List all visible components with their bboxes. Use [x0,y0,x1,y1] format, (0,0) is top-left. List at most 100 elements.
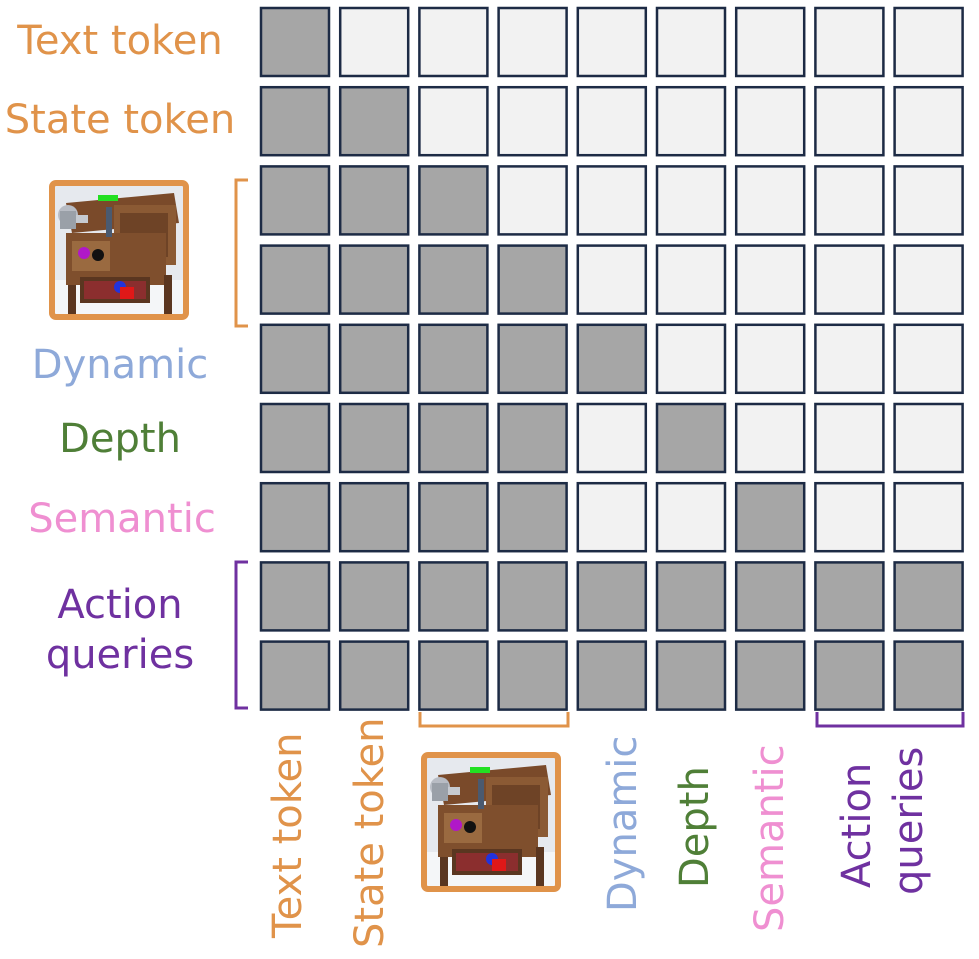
attention-cell-masked [814,481,885,553]
attention-cell-masked [734,402,806,474]
attention-cell-masked [893,165,964,236]
attention-cell-masked [655,323,727,395]
attention-cell-visible [259,165,331,236]
attention-cell-masked [497,6,568,78]
attention-cell-masked [655,244,727,315]
attention-cell-masked [418,6,489,78]
attention-cell-visible [338,481,410,553]
attention-cell-visible [418,561,489,632]
attention-cell-masked [734,244,806,315]
attention-cell-visible [655,402,727,474]
attention-cell-masked [893,402,964,474]
attention-cell-masked [655,165,727,236]
attention-cell-visible [418,402,489,474]
row-label-dynamic: Dynamic [32,342,208,388]
attention-cell-visible [259,85,331,157]
robot-workspace-image-icon [49,180,189,320]
attention-cell-visible [338,85,410,157]
attention-cell-masked [655,85,727,157]
robot-workspace-image-icon [421,752,561,892]
attention-cell-visible [734,640,806,711]
attention-cell-masked [576,244,648,315]
attention-cell-masked [576,402,648,474]
col-label-semantic: Semantic [747,744,793,932]
attention-cell-masked [893,6,964,78]
attention-cell-masked [497,85,568,157]
attention-cell-visible [655,561,727,632]
row-label-semantic: Semantic [28,496,216,542]
attention-cell-visible [497,244,568,315]
attention-cell-visible [418,165,489,236]
row-label-depth: Depth [59,416,181,462]
row-label-state-token: State token [5,97,235,143]
col-label-dynamic: Dynamic [600,736,646,912]
attention-cell-visible [418,323,489,395]
attention-cell-visible [338,165,410,236]
attention-cell-masked [814,85,885,157]
col-label-depth: Depth [672,766,718,888]
attention-cell-masked [734,85,806,157]
attention-cell-visible [259,481,331,553]
column-bracket-image [418,712,570,728]
attention-cell-masked [576,6,648,78]
attention-cell-masked [814,402,885,474]
attention-cell-masked [655,481,727,553]
attention-cell-masked [655,6,727,78]
attention-cell-visible [338,640,410,711]
row-bracket-image [234,178,248,328]
attention-cell-visible [734,561,806,632]
attention-cell-visible [734,481,806,553]
attention-cell-masked [814,244,885,315]
attention-cell-masked [576,481,648,553]
attention-cell-visible [814,561,885,632]
attention-cell-masked [576,165,648,236]
attention-cell-masked [814,6,885,78]
attention-cell-visible [497,640,568,711]
attention-cell-masked [418,85,489,157]
attention-cell-masked [893,323,964,395]
attention-cell-visible [576,561,648,632]
attention-cell-visible [655,640,727,711]
attention-cell-visible [338,561,410,632]
col-label-action-line1: Action [834,763,880,888]
attention-cell-visible [418,481,489,553]
row-label-action-line2: queries [46,632,194,678]
attention-cell-visible [259,244,331,315]
attention-cell-masked [893,481,964,553]
row-bracket-action [234,560,248,710]
attention-grid [259,6,964,711]
row-label-text-token: Text token [16,18,222,64]
attention-cell-masked [497,165,568,236]
attention-cell-visible [418,640,489,711]
attention-cell-visible [338,402,410,474]
attention-cell-masked [814,165,885,236]
attention-cell-masked [338,6,410,78]
attention-cell-masked [734,323,806,395]
col-label-state-token: State token [347,718,393,948]
attention-cell-masked [734,165,806,236]
attention-cell-visible [259,561,331,632]
attention-cell-visible [576,640,648,711]
attention-cell-visible [497,561,568,632]
attention-cell-masked [734,6,806,78]
col-label-action-line2: queries [886,747,932,895]
attention-cell-visible [259,6,331,78]
attention-cell-visible [259,640,331,711]
attention-cell-visible [497,481,568,553]
attention-cell-visible [338,244,410,315]
attention-cell-visible [259,402,331,474]
attention-cell-visible [497,323,568,395]
attention-cell-visible [576,323,648,395]
attention-cell-masked [814,323,885,395]
attention-cell-visible [893,561,964,632]
attention-cell-masked [576,85,648,157]
attention-cell-masked [893,244,964,315]
row-label-action-line1: Action [57,582,182,628]
attention-cell-visible [259,323,331,395]
attention-cell-visible [338,323,410,395]
col-label-text-token: Text token [265,733,311,939]
attention-cell-visible [814,640,885,711]
column-bracket-action [815,712,965,728]
attention-cell-masked [893,85,964,157]
